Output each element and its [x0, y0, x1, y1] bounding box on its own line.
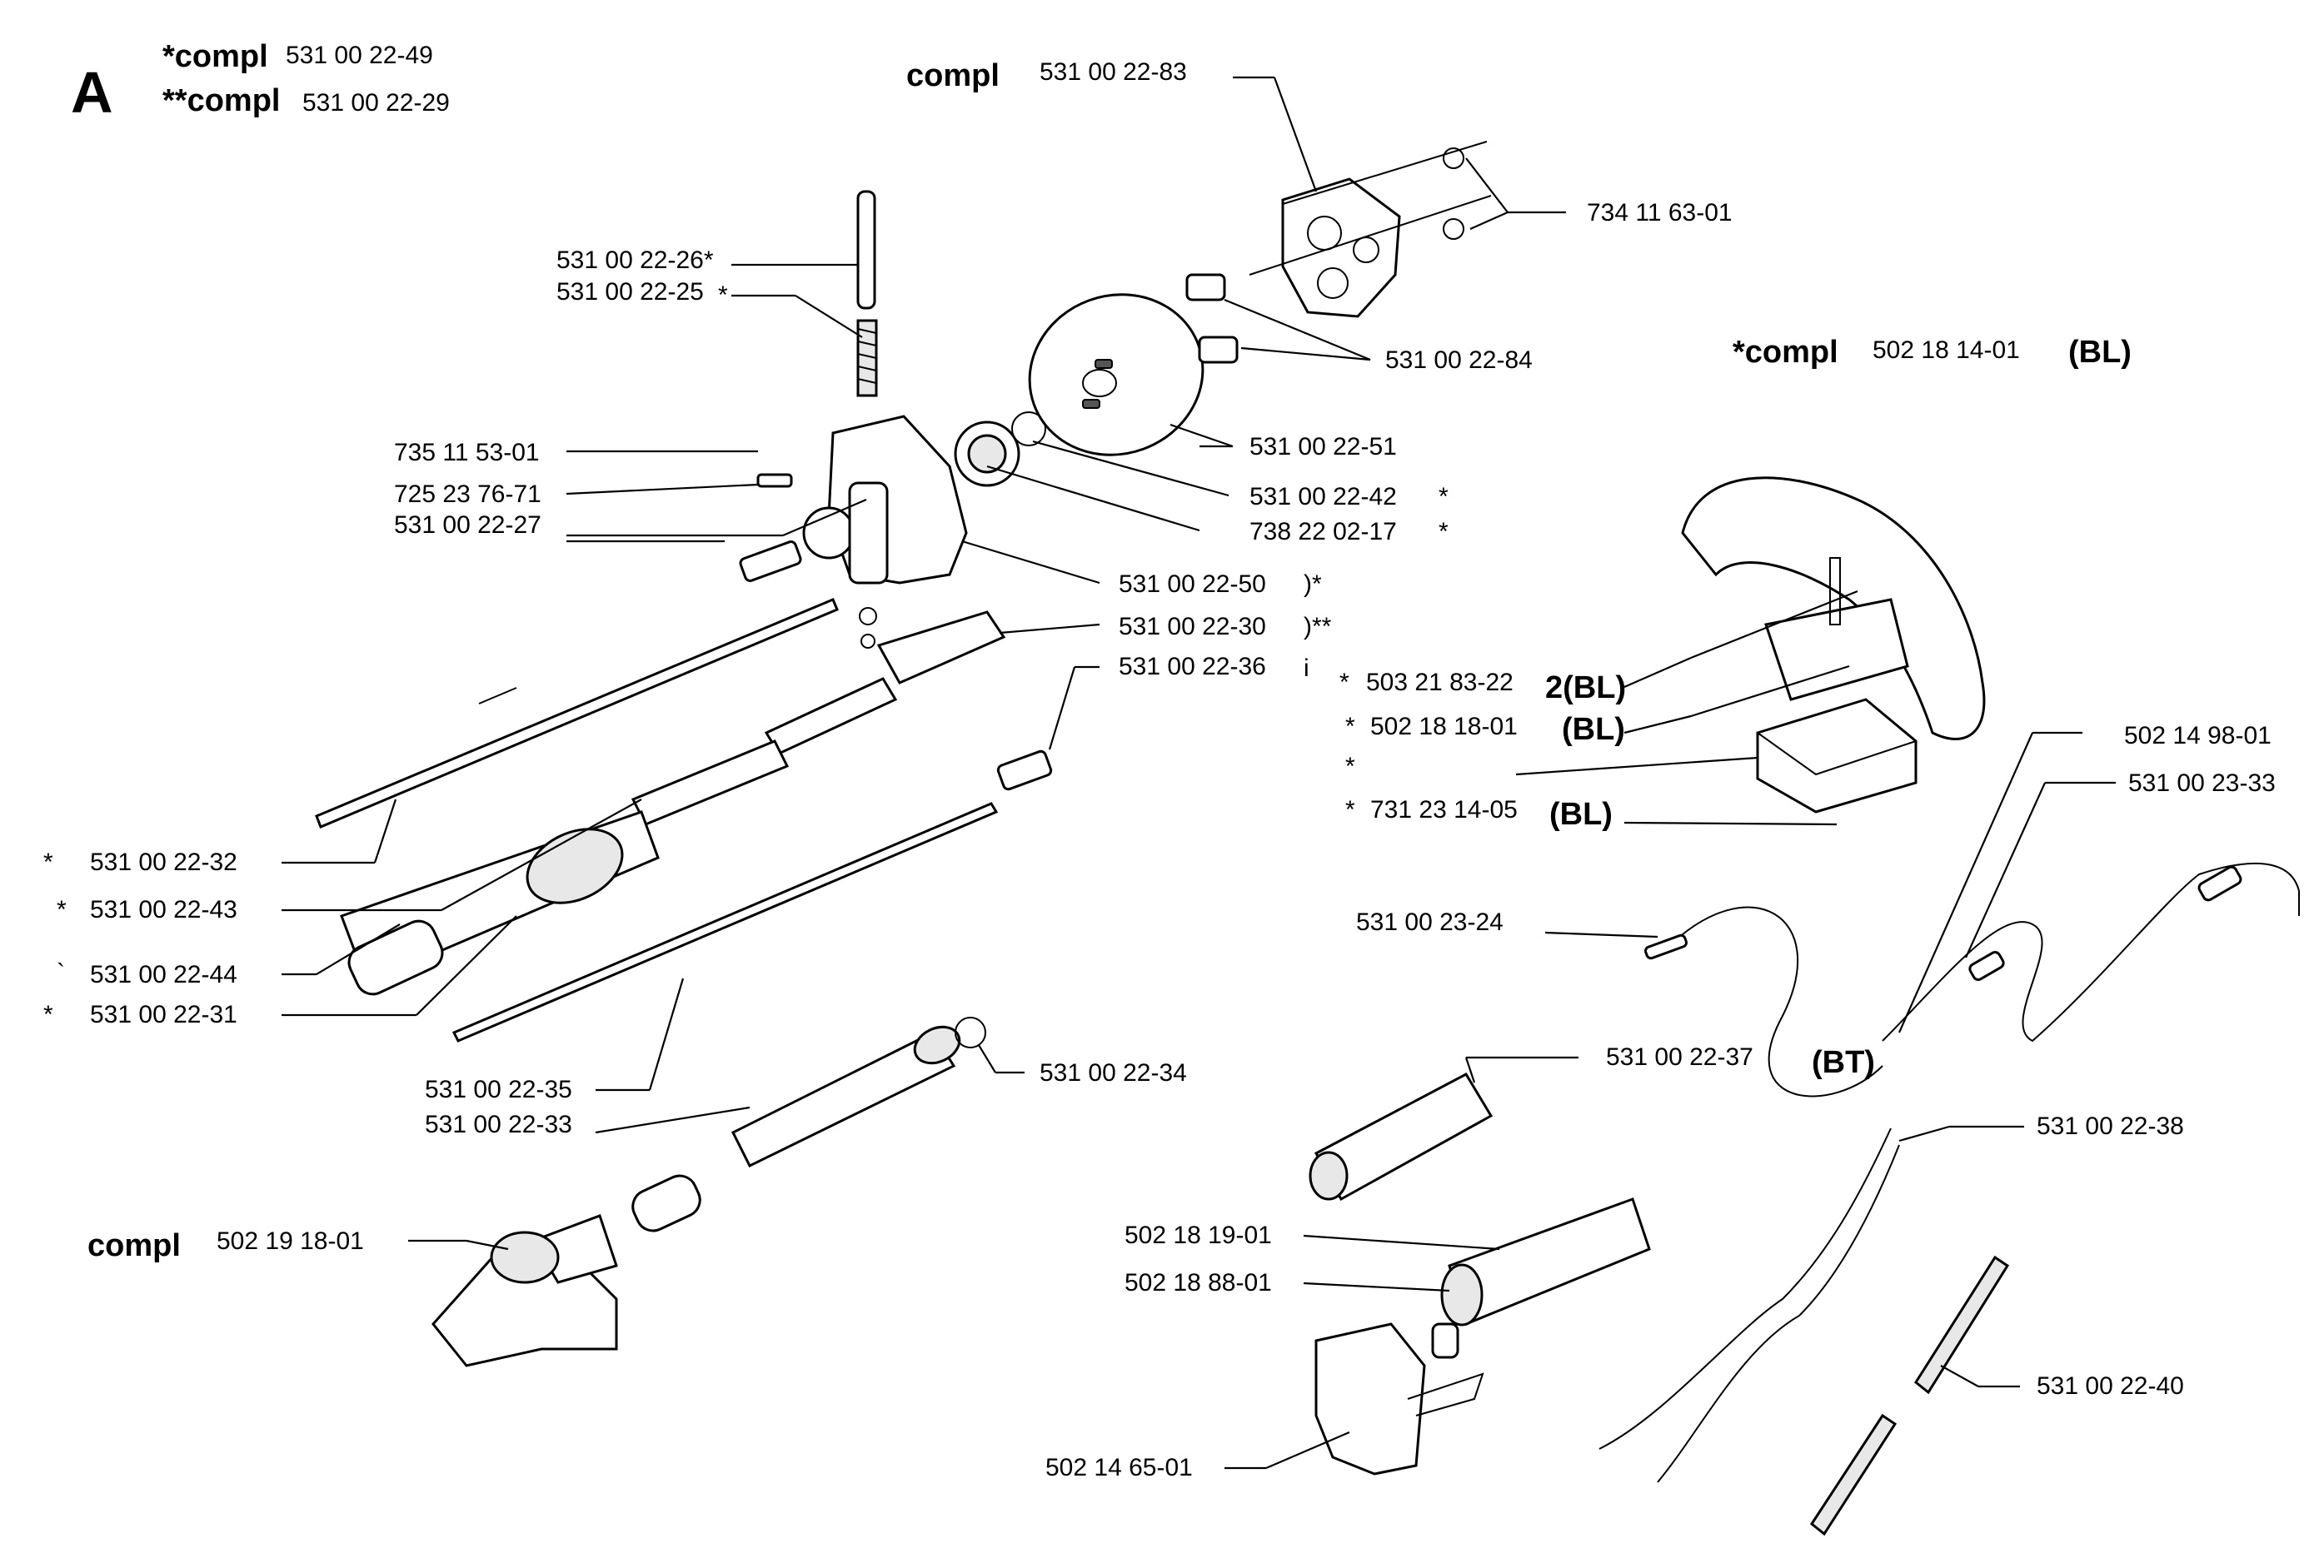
handle-clamp — [1756, 698, 1918, 814]
label-531002238: 531 00 22-38 — [2037, 1113, 2184, 1140]
right-grip — [1309, 1073, 1494, 1202]
mark-503218322: * — [1339, 669, 1349, 696]
clutch-bolt-1 — [1185, 273, 1226, 301]
shaft-tube — [631, 610, 1006, 826]
mark-502181801: * — [1345, 713, 1355, 740]
section-letter: A — [71, 60, 113, 125]
shaft-coupling — [340, 810, 660, 996]
label-531002236: 531 00 22-36 — [1119, 653, 1266, 680]
mark-531002242: * — [1439, 483, 1449, 510]
throttle-cable — [1644, 906, 1883, 1098]
shaft-pin — [856, 190, 876, 310]
label-531002227: 531 00 22-27 — [394, 511, 541, 539]
throttle-grip — [1440, 1197, 1651, 1327]
clutch-compl-partno: 531 00 22-83 — [1040, 58, 1187, 86]
compl-star-label: *compl — [162, 39, 268, 74]
label-531002284: 531 00 22-84 — [1385, 346, 1533, 374]
label-531002242: 531 00 22-42 — [1249, 483, 1397, 510]
compl-star-partno: 531 00 22-49 — [286, 42, 433, 69]
label-531002234: 531 00 22-34 — [1040, 1059, 1187, 1087]
clutch-compl-label: compl — [906, 58, 1000, 93]
label-531002237: 531 00 22-37 — [1606, 1043, 1753, 1071]
suffix-503218322: 2(BL) — [1545, 670, 1626, 705]
wiring-harness — [1598, 1127, 1900, 1483]
label-531002232: 531 00 22-32 — [90, 849, 237, 876]
label-531002226: 531 00 22-26* — [556, 246, 714, 274]
label-735115301: 735 11 53-01 — [394, 439, 540, 466]
spiral-wrap — [1809, 1255, 2010, 1536]
label-531002230: 531 00 22-30 — [1119, 613, 1266, 640]
suffix-731231405: (BL) — [1549, 797, 1613, 832]
guard-compl-partno: 502 19 18-01 — [217, 1227, 364, 1255]
label-531002243: 531 00 22-43 — [90, 896, 237, 923]
handle-loop — [1681, 476, 1986, 740]
part-labels: 531 00 22-26* 531 00 22-25 * 735 11 53-0… — [43, 199, 2276, 1481]
mark-531002244: ` — [57, 959, 65, 987]
mark-blank: * — [1345, 753, 1355, 780]
clutch-drum — [1028, 293, 1204, 456]
cable-with-connector — [1882, 862, 2300, 1043]
trimmer-guard — [431, 1214, 618, 1367]
label-725237671: 725 23 76-71 — [394, 480, 541, 508]
bearing — [954, 421, 1020, 487]
label-531002233: 531 00 22-33 — [425, 1111, 572, 1138]
compl-dstar-partno: 531 00 22-29 — [302, 89, 450, 117]
handle-compl-suffix: (BL) — [2068, 335, 2132, 370]
clutch-shoes — [1281, 177, 1401, 318]
label-531002244: 531 00 22-44 — [90, 961, 237, 988]
label-531002251: 531 00 22-51 — [1249, 433, 1397, 460]
circlip — [1011, 411, 1046, 446]
mark-531002232: * — [43, 849, 53, 876]
label-738220217: 738 22 02-17 — [1249, 518, 1397, 545]
washers — [1249, 141, 1492, 276]
lower-tube — [731, 1025, 961, 1168]
mark-531002230: )** — [1304, 613, 1332, 640]
lower-ring — [955, 1017, 986, 1048]
label-734116301: 734 11 63-01 — [1587, 199, 1733, 226]
label-502181901: 502 18 19-01 — [1125, 1222, 1272, 1249]
clutch-bolt-2 — [1198, 336, 1239, 364]
spring — [856, 319, 878, 397]
compl-dstar-label: **compl — [162, 83, 280, 118]
screw — [756, 473, 793, 488]
mark-531002243: * — [57, 896, 67, 923]
mark-531002236: i — [1304, 655, 1309, 682]
throttle-housing — [1314, 1322, 1484, 1476]
label-531002240: 531 00 22-40 — [2037, 1372, 2184, 1400]
leader-lines — [282, 76, 2116, 1470]
guard-compl-label: compl — [87, 1228, 181, 1263]
label-531002333: 531 00 23-33 — [2128, 769, 2276, 797]
label-731231405: 731 23 14-05 — [1370, 796, 1518, 824]
mark-738220217: * — [1439, 518, 1449, 545]
label-502149801: 502 14 98-01 — [2124, 722, 2272, 749]
label-502146501: 502 14 65-01 — [1045, 1454, 1193, 1481]
label-531002231: 531 00 22-31 — [90, 1001, 237, 1028]
fitting — [739, 540, 802, 582]
mark-531002231: * — [43, 1001, 53, 1028]
label-503218322: 503 21 83-22 — [1366, 669, 1514, 696]
mark-531002250: )* — [1304, 570, 1322, 598]
drive-shaft-lower — [451, 749, 1053, 1043]
suffix-531002237: (BT) — [1812, 1045, 1875, 1080]
label-531002235: 531 00 22-35 — [425, 1076, 572, 1103]
label-502188801: 502 18 88-01 — [1125, 1269, 1272, 1297]
drive-shaft-upper — [315, 598, 839, 829]
tube-sleeve — [631, 1174, 701, 1232]
suffix-502181801: (BL) — [1562, 712, 1625, 747]
mark-731231405: * — [1345, 796, 1355, 824]
label-502181801: 502 18 18-01 — [1370, 713, 1518, 740]
mark-531002225: * — [718, 281, 728, 309]
label-531002250: 531 00 22-50 — [1119, 570, 1266, 598]
handle-compl-partno: 502 18 14-01 — [1873, 336, 2020, 364]
handle-compl-label: *compl — [1733, 335, 1838, 370]
label-531002324: 531 00 23-24 — [1356, 908, 1504, 936]
label-531002225: 531 00 22-25 — [556, 278, 704, 306]
